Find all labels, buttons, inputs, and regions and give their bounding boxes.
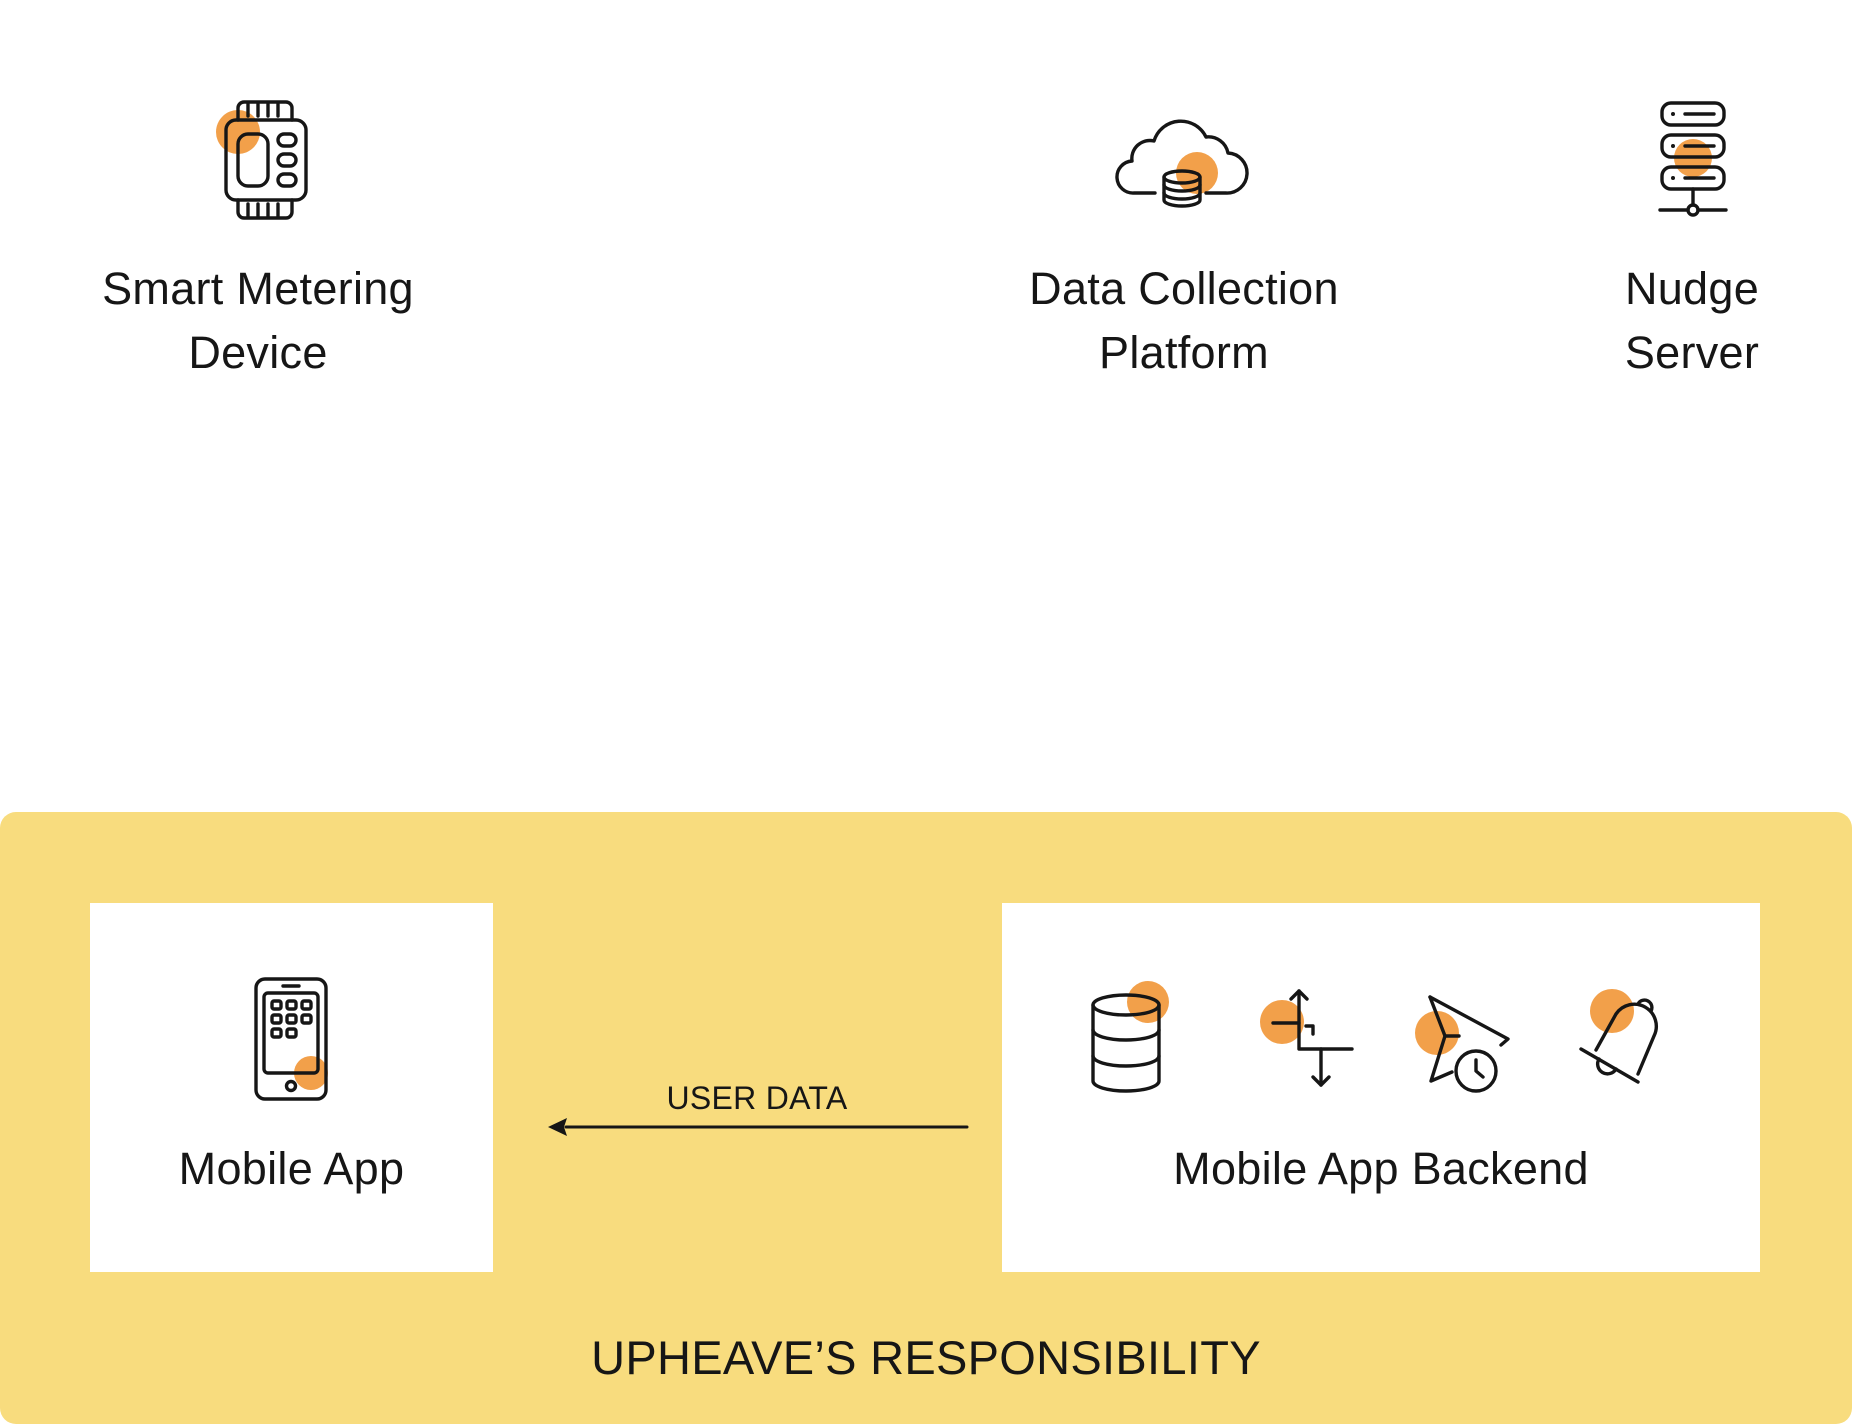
smartphone-icon xyxy=(246,975,336,1105)
node-label-data-collection-platform: Data Collection Platform xyxy=(1029,263,1339,378)
zone-title: UPHEAVE’S RESPONSIBILITY xyxy=(591,1331,1261,1384)
cloud-database-icon xyxy=(1115,100,1250,210)
database-icon xyxy=(1082,979,1182,1093)
edge-label-user-data: USER DATA xyxy=(666,1080,848,1116)
server-rack-icon xyxy=(1650,95,1740,220)
card-label-mobile-app-backend: Mobile App Backend xyxy=(1173,1143,1589,1194)
smart-meter-icon xyxy=(200,90,330,230)
node-label-nudge-server: Nudge Server xyxy=(1624,263,1760,378)
scheduled-send-icon xyxy=(1412,983,1522,1093)
card-label-mobile-app: Mobile App xyxy=(178,1143,405,1194)
data-transform-arrows-icon xyxy=(1257,983,1357,1093)
arrowhead-icon xyxy=(548,1118,567,1136)
card-mobile-app-backend: Mobile App Backend xyxy=(1002,903,1760,1272)
node-label-smart-metering-device: Smart Metering Device xyxy=(102,263,414,378)
card-mobile-app: Mobile App xyxy=(90,903,493,1272)
user-data-arrow xyxy=(548,1118,969,1136)
notification-bell-icon xyxy=(1572,979,1682,1089)
